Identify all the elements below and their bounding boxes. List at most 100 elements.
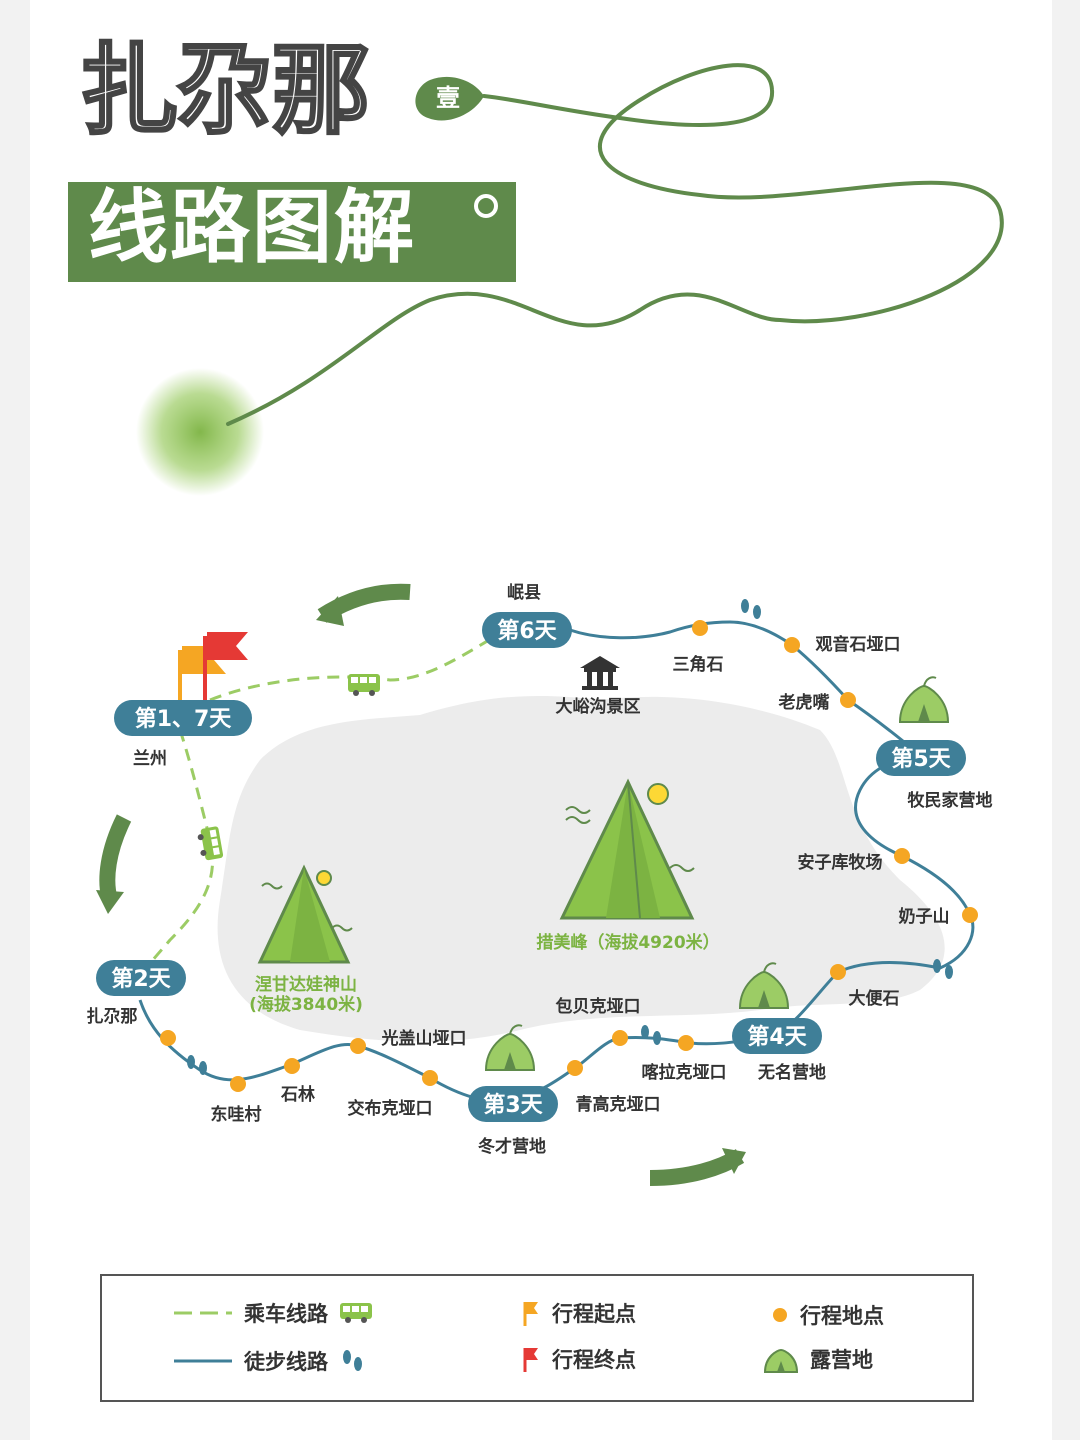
day-badge-6: 第6天	[482, 612, 572, 648]
svg-text:第3天: 第3天	[483, 1092, 543, 1118]
stop-dot	[692, 620, 708, 636]
day-badge-2: 第2天	[96, 960, 186, 996]
svg-text:第1、7天: 第1、7天	[135, 706, 233, 732]
stop-dot	[784, 637, 800, 653]
stop-dot	[830, 964, 846, 980]
place-label-wuming: 无名营地	[757, 1062, 826, 1083]
place-label-shilin: 石林	[280, 1084, 315, 1105]
footprints-icon	[641, 1025, 661, 1045]
place-label-mumin: 牧民家营地	[908, 790, 993, 811]
place-label-dabianshi: 大便石	[849, 988, 900, 1009]
peak-altitude-niegan: (海拔3840米)	[249, 994, 363, 1015]
day-badge-4: 第4天	[732, 1018, 822, 1054]
stop-dot	[160, 1030, 176, 1046]
place-label-anziku: 安子库牧场	[798, 852, 883, 873]
legend-end-label: 行程终点	[552, 1348, 636, 1372]
place-label-jiaobuke: 交布克垭口	[348, 1098, 433, 1119]
place-label-dongwa: 东哇村	[211, 1104, 262, 1125]
stop-dot	[422, 1070, 438, 1086]
hike-route	[138, 620, 975, 1103]
badge-label: 壹	[436, 84, 460, 112]
stop-dot	[678, 1035, 694, 1051]
place-label-naizishan: 奶子山	[899, 906, 950, 927]
page-title: 扎尕那	[78, 34, 371, 148]
legend-stop-label: 行程地点	[800, 1304, 884, 1328]
stop-dot	[840, 692, 856, 708]
mountain-cuomei-icon	[559, 778, 695, 920]
stop-dot	[350, 1038, 366, 1054]
region-landmass	[217, 695, 945, 1042]
stop-dot	[612, 1030, 628, 1046]
badge-drop	[415, 76, 484, 121]
tent-icon	[484, 1024, 536, 1071]
place-label-kalake: 喀拉克垭口	[642, 1062, 727, 1083]
place-label-guanyin: 观音石垭口	[815, 634, 901, 655]
legend-start-label: 行程起点	[552, 1302, 636, 1326]
stop-dot-icon	[773, 1308, 787, 1322]
dashed-line-icon	[174, 1311, 232, 1315]
legend-drive-label: 乘车线路	[244, 1302, 328, 1326]
drive-route-top	[209, 626, 511, 702]
end-flag-icon	[523, 1348, 538, 1372]
arrow-bottom-head	[722, 1148, 746, 1174]
peak-label-cuomei: 措美峰（海拔4920米）	[536, 932, 719, 953]
footprints-icon	[343, 1350, 362, 1371]
place-label-laohu: 老虎嘴	[778, 692, 830, 713]
legend-stop: 行程地点	[772, 1300, 884, 1330]
degree-ring-icon	[474, 194, 498, 218]
start-flag-icon	[523, 1302, 538, 1326]
subtitle-banner	[68, 182, 516, 282]
place-label-zhagana: 扎尕那	[87, 1006, 138, 1027]
day-badge-5: 第5天	[876, 740, 966, 776]
legend-start: 行程起点	[522, 1298, 636, 1328]
tent-icon	[738, 962, 790, 1009]
footprints-icon	[187, 1055, 207, 1075]
green-blob	[136, 368, 264, 496]
arrow-bottom	[649, 1149, 745, 1186]
bus-icon	[348, 674, 380, 696]
arrow-top-head	[316, 596, 344, 626]
temple-icon	[580, 656, 620, 690]
legend-end: 行程终点	[522, 1344, 636, 1374]
mountain-niegan-icon	[257, 864, 353, 964]
place-label-guanggai: 光盖山垭口	[381, 1028, 467, 1049]
stop-dot	[230, 1076, 246, 1092]
place-label-minxian: 岷县	[507, 583, 541, 603]
bus-icon	[340, 1303, 372, 1323]
route-map: 措美峰（海拔4920米） 涅甘达娃神山 (海拔3840米) 第1、7天 第2天 …	[87, 583, 993, 1186]
footprints-icon	[741, 599, 761, 619]
arrow-left	[99, 814, 132, 903]
place-label-lanzhou: 兰州	[133, 748, 167, 769]
legend-drive: 乘车线路	[174, 1298, 372, 1328]
arrow-left-head	[96, 890, 124, 914]
stop-dot	[962, 907, 978, 923]
place-label-dongcai: 冬才营地	[478, 1136, 546, 1157]
solid-line-icon	[174, 1359, 232, 1363]
place-label-dayu: 大峪沟景区	[556, 696, 641, 717]
bus-icon	[197, 826, 224, 861]
swirl-line	[226, 63, 1004, 426]
day-badge-3: 第3天	[468, 1086, 558, 1122]
tent-icon	[764, 1348, 798, 1373]
stop-dot	[284, 1058, 300, 1074]
decorative-swirl: 壹	[136, 63, 1004, 496]
drive-route-left	[140, 729, 215, 976]
page-subtitle: 线路图解	[88, 181, 416, 274]
legend-hike-label: 徒步线路	[244, 1350, 328, 1374]
day-badge-1-7: 第1、7天	[114, 700, 252, 736]
svg-text:第5天: 第5天	[891, 746, 951, 772]
place-label-sanjiao: 三角石	[673, 654, 724, 675]
footprints-icon	[933, 959, 953, 979]
svg-text:第4天: 第4天	[747, 1024, 807, 1050]
legend-hike: 徒步线路	[174, 1346, 366, 1376]
svg-text:第6天: 第6天	[497, 618, 557, 644]
place-label-qinggaoke: 青高克垭口	[576, 1094, 661, 1115]
map-legend: 乘车线路 徒步线路 行程起点 行程终点 行程地点	[100, 1274, 974, 1402]
legend-camp: 露营地	[764, 1344, 873, 1374]
place-label-baobeike: 包贝克垭口	[556, 996, 641, 1017]
legend-camp-label: 露营地	[810, 1348, 873, 1372]
stop-dot	[567, 1060, 583, 1076]
svg-text:第2天: 第2天	[111, 966, 171, 992]
tent-icon	[898, 676, 950, 723]
end-flag-icon	[203, 632, 248, 705]
